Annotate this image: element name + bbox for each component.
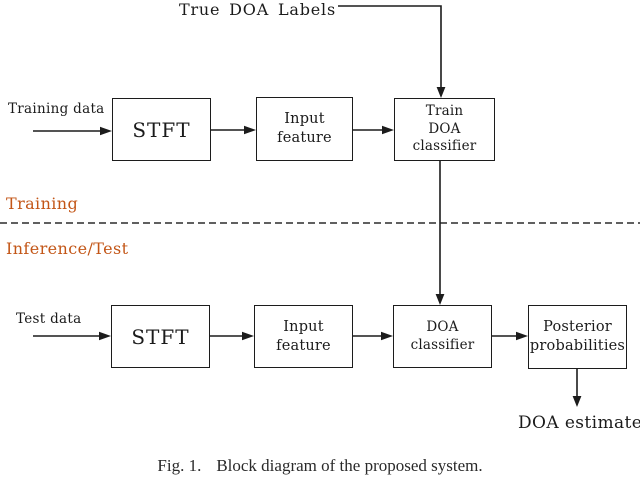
inference-section-label: Inference/Test — [6, 239, 129, 258]
train-doa-classifier-line2: DOA classifier — [412, 120, 477, 155]
input-feature-training-label: Input feature — [277, 111, 332, 146]
stft-test-label: STFT — [131, 324, 190, 349]
doa-classifier-label: DOA classifier — [410, 318, 475, 353]
posterior-line2: probabilities — [529, 338, 626, 354]
arrowhead-doa-classifier — [381, 331, 393, 341]
test-data-label: Test data — [16, 311, 82, 327]
doa-classifier-box: DOA classifier — [393, 305, 492, 368]
input-feature-box-test: Input feature — [254, 305, 353, 368]
arrowhead-into-doa-classifier-top — [435, 294, 445, 305]
arrowhead-test-data — [99, 331, 111, 341]
doa-estimate-label: DOA estimate — [518, 413, 640, 433]
stft-box-test: STFT — [111, 305, 210, 368]
arrowhead-posterior — [516, 331, 528, 341]
stft-training-label: STFT — [132, 117, 191, 142]
figure-number: Fig. 1. — [157, 456, 202, 475]
arrowhead-training-data — [100, 126, 112, 136]
arrowhead-doa-estimate — [572, 396, 582, 407]
arrowhead-train-feature — [244, 125, 256, 135]
caption-text: Block diagram of the proposed system. — [216, 456, 483, 475]
true-doa-labels-text: True DOA Labels — [179, 0, 336, 19]
arrowhead-into-train-classifier-top — [436, 87, 446, 98]
posterior-probabilities-box: Posterior probabilities — [528, 305, 627, 369]
input-feature-test-label: Input feature — [276, 318, 331, 354]
input-feature-box-training: Input feature — [256, 97, 353, 161]
arrowhead-train-classifier — [382, 125, 394, 135]
arrowhead-test-feature — [242, 331, 254, 341]
training-section-label: Training — [6, 194, 79, 213]
train-doa-classifier-box: Train DOA classifier — [394, 98, 495, 161]
stft-box-training: STFT — [112, 98, 211, 161]
train-doa-classifier-line1: Train — [425, 103, 464, 120]
posterior-line1: Posterior — [543, 319, 612, 336]
training-data-label: Training data — [8, 101, 105, 117]
true-doa-labels-connector — [338, 5, 442, 88]
figure-caption: Fig. 1. Block diagram of the proposed sys… — [0, 456, 640, 476]
